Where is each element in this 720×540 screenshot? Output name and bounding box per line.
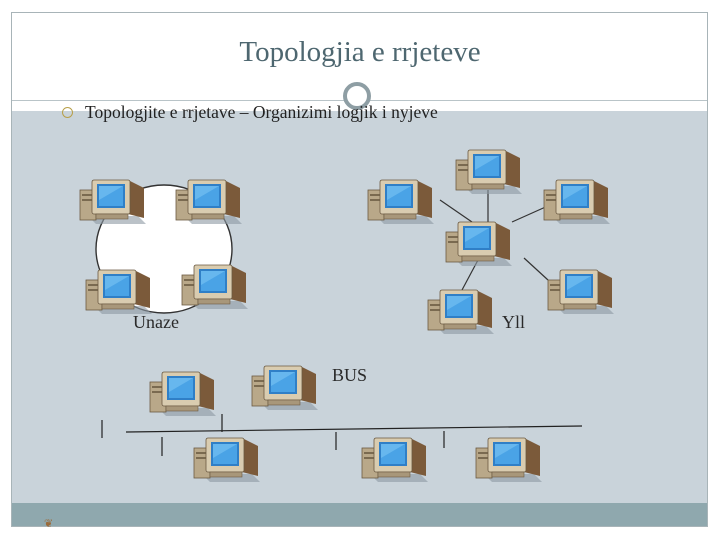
star-computers [367,149,615,335]
bus-line [101,414,583,456]
star-topology-label: Yll [502,312,526,332]
desktop-computer-icon [361,437,429,483]
bus-topology-label: BUS [332,365,368,385]
desktop-computer-icon [251,365,319,411]
desktop-computer-icon [547,269,615,315]
bullet-circle-icon [62,106,73,118]
decorative-flourish-icon: ❦ [44,517,54,530]
bullet-item: Topologjite e rrjetave – Organizimi logj… [62,100,438,124]
desktop-computer-icon [79,179,147,225]
desktop-computer-icon [85,269,153,315]
desktop-computer-icon [475,437,543,483]
ring-topology-label: Unaze [133,312,179,332]
desktop-computer-icon [175,179,243,225]
title-ornament-circle [343,82,371,110]
desktop-computer-icon [543,179,611,225]
footer-bar [12,503,707,526]
desktop-computer-icon [427,289,495,335]
desktop-computer-icon [445,221,513,267]
desktop-computer-icon [367,179,435,225]
desktop-computer-icon [455,149,523,195]
desktop-computer-icon [149,371,217,417]
slide-title: Topologjia e rrjeteve [239,36,481,68]
desktop-computer-icon [193,437,261,483]
bullet-text: Topologjite e rrjetave – Organizimi logj… [85,101,438,122]
